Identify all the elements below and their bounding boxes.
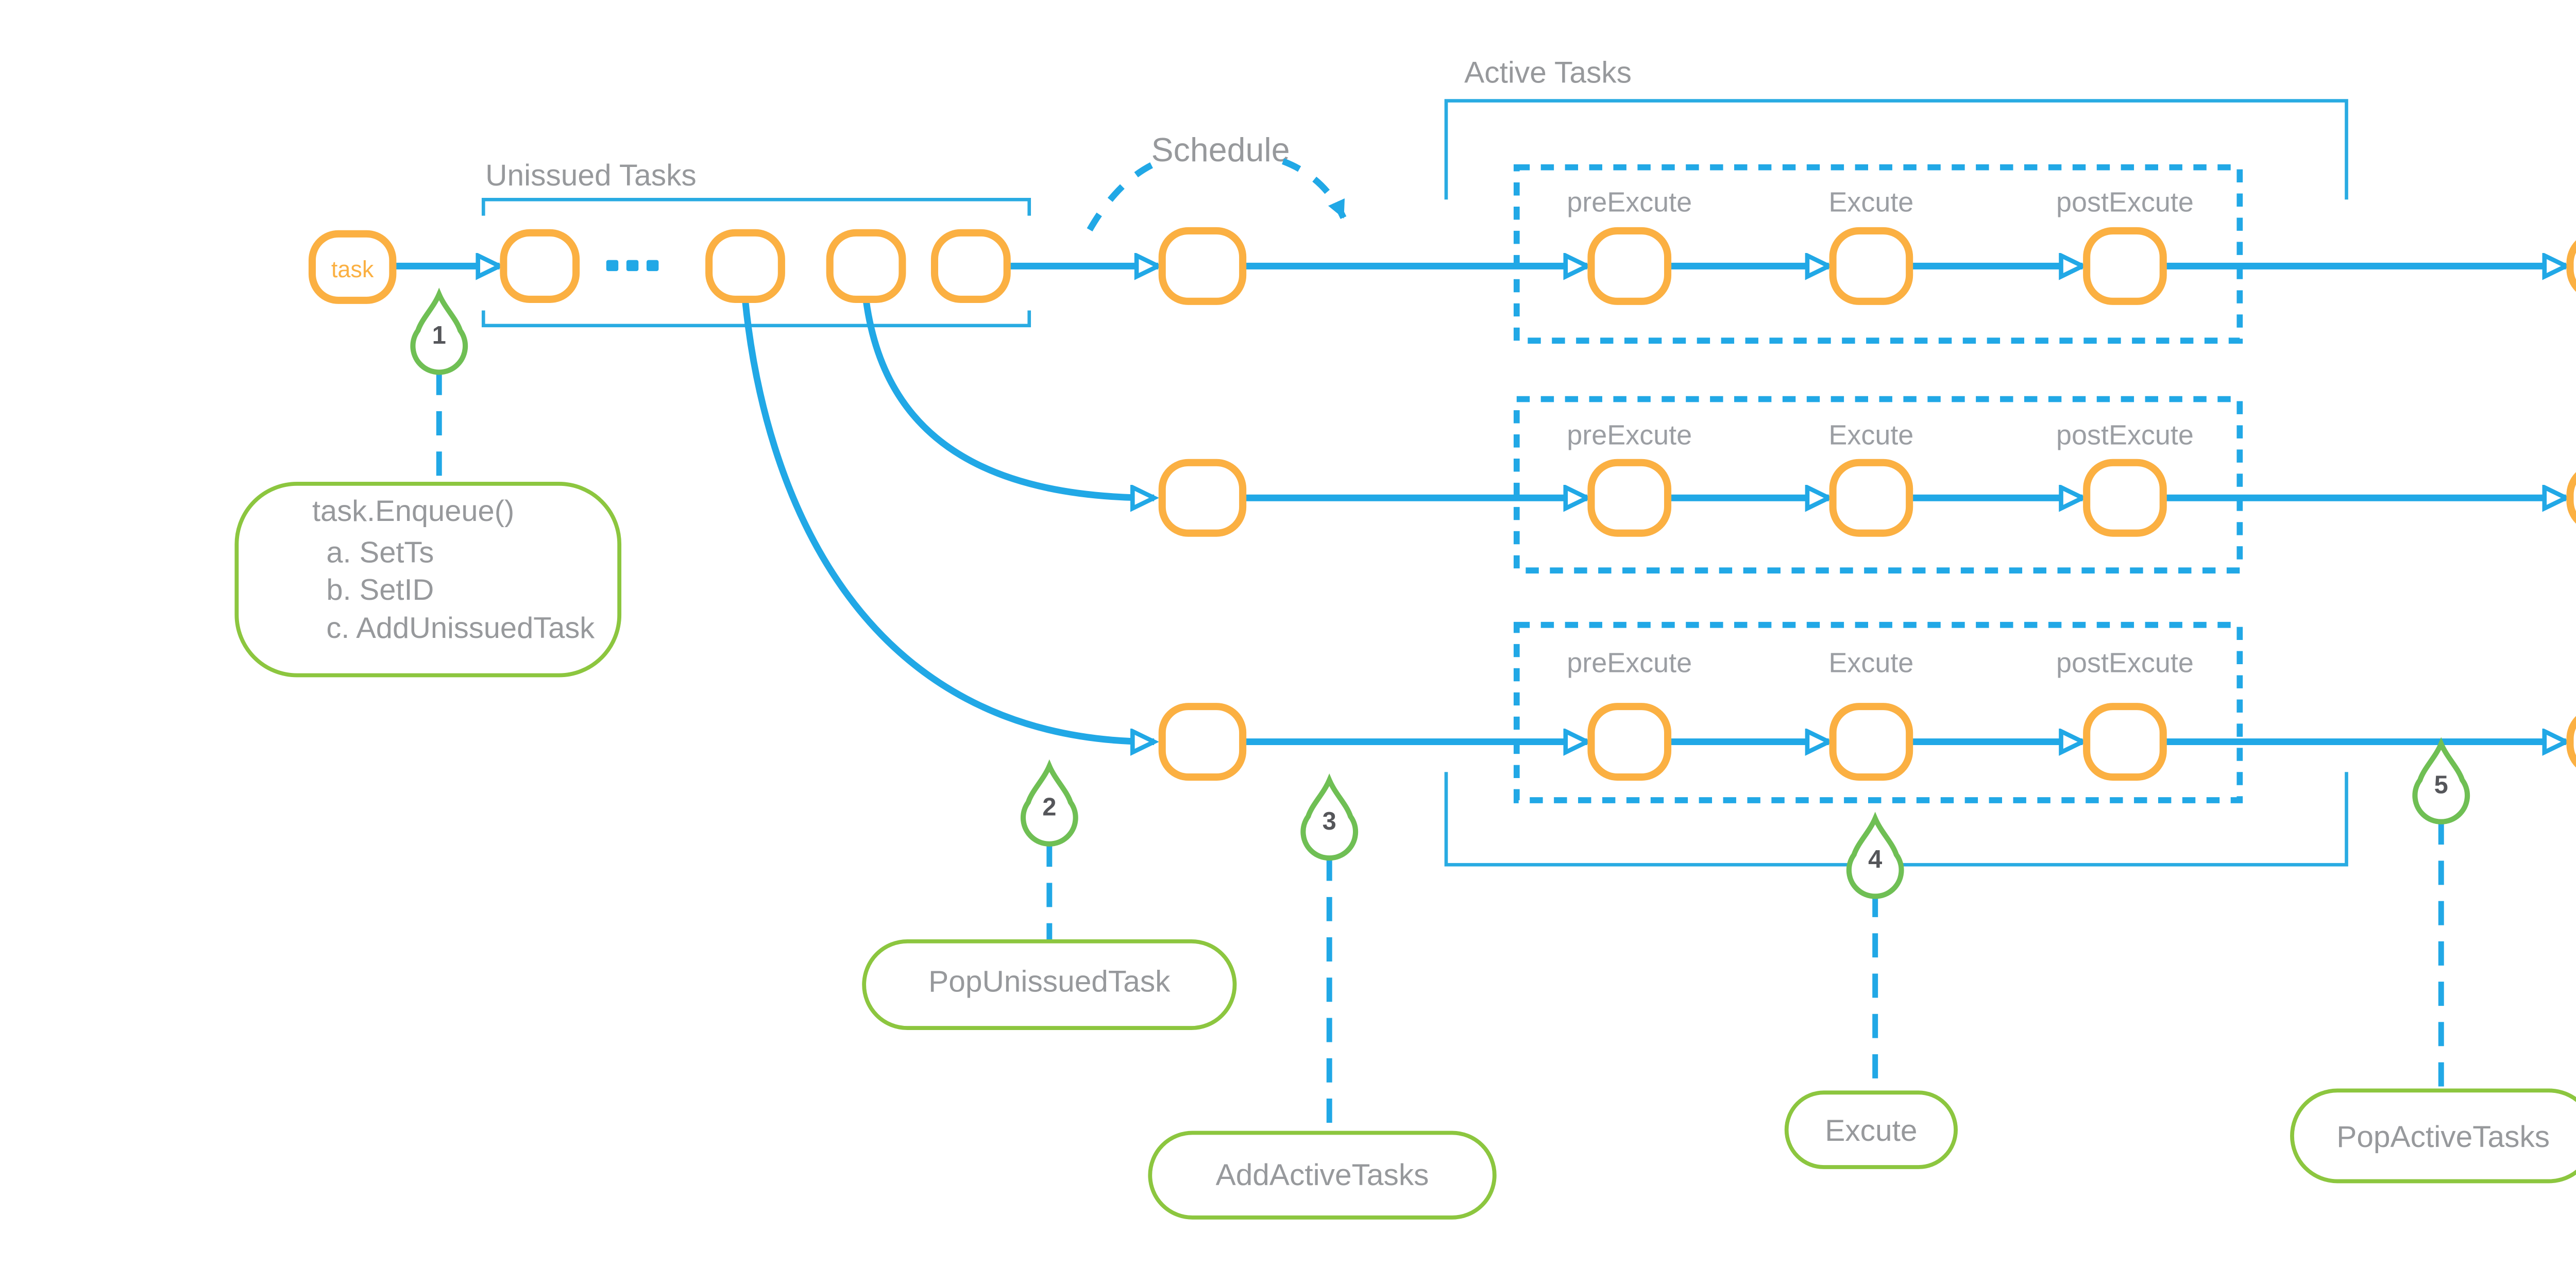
task-source: task xyxy=(308,230,397,304)
task-node xyxy=(308,230,397,304)
marker-2-pin-icon xyxy=(1020,759,1078,847)
marker-4-number: 4 xyxy=(1868,846,1882,873)
post-excute-node-row2 xyxy=(2083,459,2167,537)
task-node-label: task xyxy=(331,256,374,282)
post-excute-label-row1: postExcute xyxy=(2056,187,2194,218)
marker-1-number: 1 xyxy=(432,322,446,349)
callout-pop-active-box xyxy=(2290,1088,2576,1184)
marker-1: 1 xyxy=(410,288,468,484)
excute-label-row3: Excute xyxy=(1828,648,1913,679)
end-node-row3 xyxy=(2566,716,2576,768)
unissued-queue xyxy=(500,229,1011,303)
queue-node-2 xyxy=(705,229,785,303)
queue-node-4 xyxy=(930,229,1011,303)
marker-3: 3 xyxy=(1300,773,1359,1133)
callout-pop-unissued-label: PopUnissuedTask xyxy=(928,965,1171,999)
marker-3-number: 3 xyxy=(1323,807,1336,835)
pipeline-row-3: preExcute Excute postExcute xyxy=(1158,621,2576,803)
curve-queue-to-schedule-3 xyxy=(742,300,1154,742)
marker-2: 2 xyxy=(1020,759,1078,941)
callout-pop-unissued-task: PopUnissuedTask xyxy=(862,939,1237,1031)
callout-enqueue-line-3: b. SetID xyxy=(326,573,434,606)
callout-task-enqueue: task.Enqueue() a. SetTs b. SetID c. AddU… xyxy=(234,481,622,678)
marker-4: 4 xyxy=(1846,812,1904,1093)
unissued-tasks-label: Unissued Tasks xyxy=(485,159,697,192)
schedule-arc-left xyxy=(1087,158,1162,232)
marker-3-pin-icon xyxy=(1300,773,1359,861)
pipeline-box-row2 xyxy=(1513,396,2243,573)
flow-arrows xyxy=(395,266,2566,741)
callout-excute-box xyxy=(1784,1090,1958,1169)
schedule-node-row2 xyxy=(1158,459,1247,537)
marker-2-number: 2 xyxy=(1042,793,1056,821)
active-bracket-top xyxy=(1444,99,2348,200)
unissued-tasks-section: Unissued Tasks xyxy=(481,159,1031,328)
pre-excute-label-row1: preExcute xyxy=(1567,187,1692,218)
schedule-node-row3 xyxy=(1158,703,1247,781)
callout-excute-label: Excute xyxy=(1825,1114,1917,1148)
post-excute-node-row3 xyxy=(2083,703,2167,781)
marker-5: 5 xyxy=(2412,737,2470,1091)
callout-enqueue-line-1: task.Enqueue() xyxy=(312,495,514,528)
schedule-arc-arrow xyxy=(1282,158,1347,220)
excute-label-row1: Excute xyxy=(1828,187,1913,218)
marker-5-pin-icon xyxy=(2412,737,2470,824)
schedule-label: Schedule xyxy=(1151,131,1290,168)
post-excute-label-row2: postExcute xyxy=(2056,420,2194,451)
callout-enqueue-line-4: c. AddUnissuedTask xyxy=(326,612,595,645)
pipeline-row-1: preExcute Excute postExcute xyxy=(1158,164,2576,344)
callout-pop-active-tasks: PopActiveTasks xyxy=(2290,1088,2576,1184)
excute-node-row2 xyxy=(1829,459,1913,537)
callout-add-active-tasks: AddActiveTasks xyxy=(1148,1131,1497,1220)
excute-node-row3 xyxy=(1829,703,1913,781)
queue-node-1 xyxy=(500,229,580,303)
callout-pop-unissued-box xyxy=(862,939,1237,1031)
pre-excute-node-row3 xyxy=(1587,703,1672,781)
callout-task-enqueue-box xyxy=(234,481,622,678)
marker-4-pin-icon xyxy=(1846,812,1904,899)
unissued-bracket-top xyxy=(481,197,1031,216)
post-excute-node-row1 xyxy=(2083,227,2167,305)
queue-ellipsis-dot-1 xyxy=(606,260,619,272)
queue-node-3 xyxy=(826,229,906,303)
active-tasks-label: Active Tasks xyxy=(1464,56,1632,89)
pre-excute-label-row2: preExcute xyxy=(1567,420,1692,451)
callout-enqueue-line-2: a. SetTs xyxy=(326,536,434,569)
marker-5-number: 5 xyxy=(2434,771,2448,799)
schedule-annotation: Schedule xyxy=(1087,131,1347,232)
callout-add-active-box xyxy=(1148,1131,1497,1220)
pipeline-row-2: preExcute Excute postExcute xyxy=(1158,396,2576,573)
excute-node-row1 xyxy=(1829,227,1913,305)
end-node-row1 xyxy=(2566,240,2576,292)
schedule-node-row1 xyxy=(1158,227,1247,305)
excute-label-row2: Excute xyxy=(1828,420,1913,451)
pipeline-box-row3 xyxy=(1513,621,2243,803)
queue-ellipsis-dot-2 xyxy=(626,260,639,272)
pipeline-box-row1 xyxy=(1513,164,2243,344)
curve-queue-to-schedule-2 xyxy=(862,299,1154,498)
pre-excute-node-row1 xyxy=(1587,227,1672,305)
post-excute-label-row3: postExcute xyxy=(2056,648,2194,679)
queue-ellipsis-dot-3 xyxy=(646,260,659,272)
marker-1-pin-icon xyxy=(410,288,468,375)
callout-pop-active-label: PopActiveTasks xyxy=(2336,1120,2550,1154)
unissued-bracket-bottom xyxy=(481,310,1031,328)
callout-excute: Excute xyxy=(1784,1090,1958,1169)
pre-excute-node-row2 xyxy=(1587,459,1672,537)
callout-add-active-label: AddActiveTasks xyxy=(1216,1158,1429,1192)
pre-excute-label-row3: preExcute xyxy=(1567,648,1692,679)
end-node-row2 xyxy=(2566,472,2576,524)
